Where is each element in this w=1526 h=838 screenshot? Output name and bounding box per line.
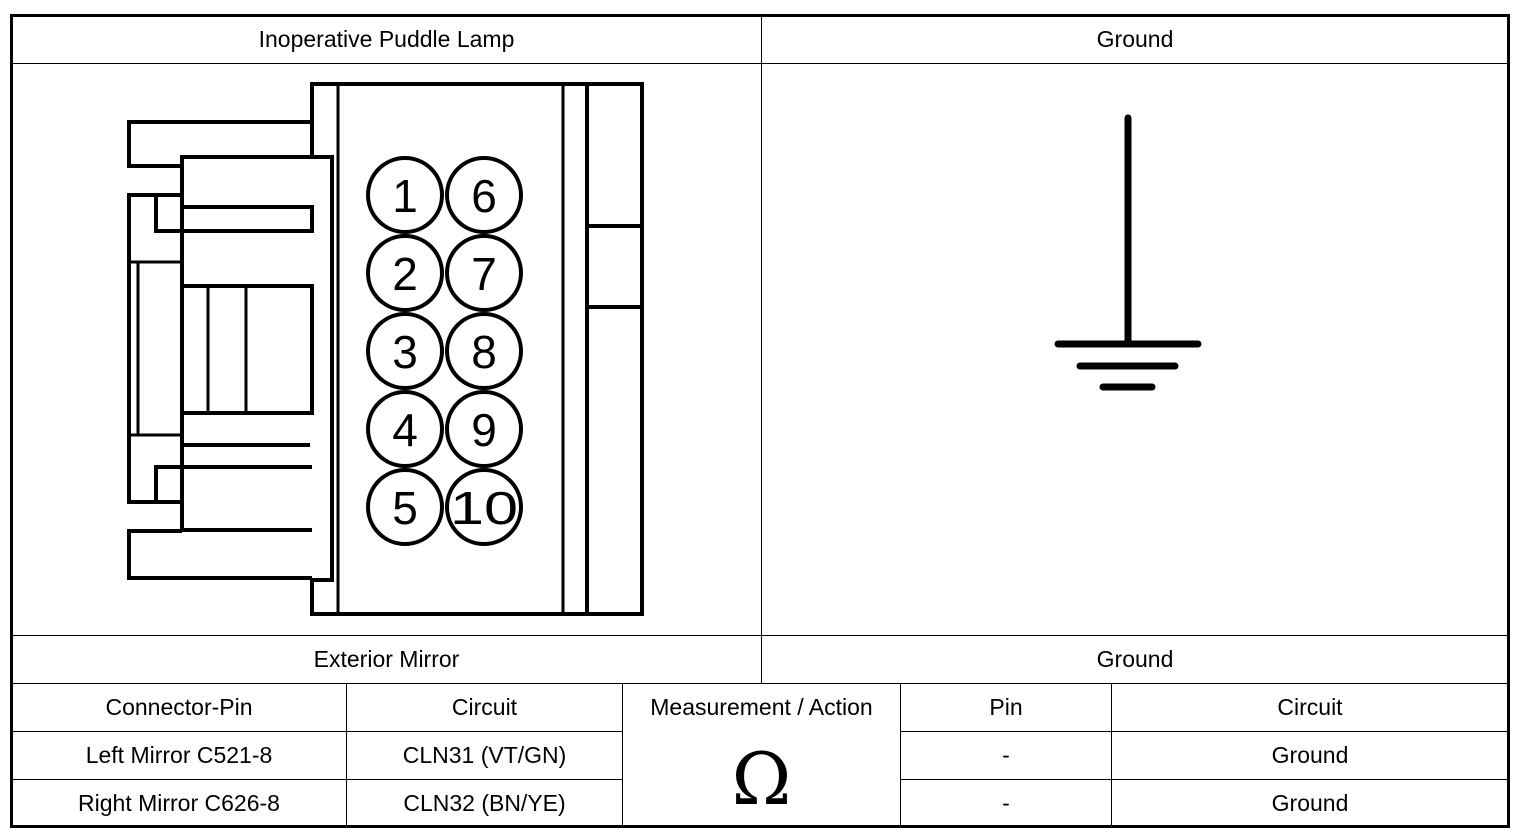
pin-label: 10 (450, 482, 518, 534)
grid-line (900, 779, 1508, 780)
pin-label: 8 (471, 326, 497, 378)
grid-line (12, 683, 1508, 684)
pin-circle-6 (445, 156, 523, 234)
column-header-connector-pin: Connector-Pin (105, 694, 253, 720)
pin-circle-5 (366, 468, 444, 546)
column-header-circuit: Circuit (1277, 694, 1343, 720)
table-cell-connector-pin: Right Mirror C626-8 (78, 789, 280, 816)
ground-symbol-icon (1054, 114, 1202, 391)
grid-line (346, 683, 347, 826)
pin-circle-7 (445, 234, 523, 312)
grid-line (761, 16, 762, 684)
grid-line (12, 635, 1508, 636)
ground-label: Ground (1096, 646, 1174, 672)
table-cell-connector-pin: Left Mirror C521-8 (85, 742, 273, 768)
grid-line (622, 683, 623, 826)
table-cell-circuit: CLN32 (BN/YE) (403, 789, 566, 816)
pin-circle-10 (445, 468, 523, 546)
connector-title: Inoperative Puddle Lamp (258, 26, 515, 52)
pin-circle-9 (445, 390, 523, 468)
ground-title: Ground (1096, 26, 1174, 52)
pin-circle-4 (366, 390, 444, 468)
pin-circle-2 (366, 234, 444, 312)
exterior-mirror-label: Exterior Mirror (313, 646, 460, 672)
column-header-circuit: Circuit (451, 694, 518, 720)
pin-label: 3 (392, 326, 418, 378)
grid-line (12, 779, 622, 780)
pin-label: 7 (471, 248, 497, 300)
table-cell-pin: - (1002, 742, 1010, 768)
pin-label: 9 (471, 404, 497, 456)
pin-label: 2 (392, 248, 418, 300)
pin-circle-3 (366, 312, 444, 390)
grid-line (900, 731, 1508, 732)
column-header-measurement-action: Measurement / Action (650, 694, 873, 720)
pin-circle-8 (445, 312, 523, 390)
table-cell-circuit: Ground (1271, 742, 1349, 768)
pin-label: 5 (392, 482, 418, 534)
pin-circle-1 (366, 156, 444, 234)
grid-line (900, 683, 901, 826)
pin-label: 6 (471, 170, 497, 222)
pin-label: 1 (392, 170, 418, 222)
table-cell-pin: - (1002, 789, 1010, 816)
diagram-frame (10, 14, 1510, 828)
pin-label: 4 (392, 404, 418, 456)
ohm-measurement-icon: Ω (731, 737, 792, 821)
grid-line (12, 63, 1508, 64)
grid-line (12, 731, 622, 732)
column-header-pin: Pin (989, 694, 1023, 720)
grid-line (1111, 683, 1112, 826)
connector-face-diagram: 1 2 3 4 5 6 7 8 9 10 (127, 82, 644, 616)
table-cell-circuit: CLN31 (VT/GN) (402, 742, 567, 768)
table-cell-circuit: Ground (1271, 789, 1349, 816)
